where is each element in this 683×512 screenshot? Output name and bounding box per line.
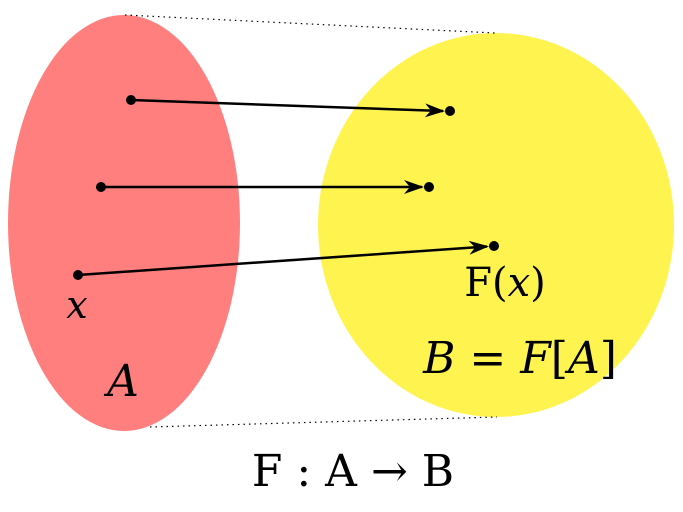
label-x: x bbox=[66, 283, 87, 327]
domain-point bbox=[126, 95, 136, 105]
set-b-ellipse bbox=[318, 33, 674, 417]
label-mapping: F : A → B bbox=[252, 446, 454, 497]
mapping-arrow bbox=[126, 95, 455, 118]
mapping-arrow bbox=[96, 180, 434, 194]
set-a-ellipse bbox=[8, 15, 240, 431]
label-b-equals-fa: B = F[A] bbox=[422, 333, 617, 384]
label-fx: F(x) bbox=[464, 260, 546, 306]
image-point bbox=[445, 106, 455, 116]
top-dotted-line bbox=[124, 14, 496, 34]
point-x bbox=[73, 270, 83, 280]
image-point bbox=[424, 182, 434, 192]
bottom-dotted-line bbox=[149, 416, 498, 428]
label-set-a: A bbox=[103, 356, 139, 407]
point-fx bbox=[489, 241, 499, 251]
mapping-arrow-x bbox=[73, 240, 499, 280]
domain-point bbox=[96, 182, 106, 192]
